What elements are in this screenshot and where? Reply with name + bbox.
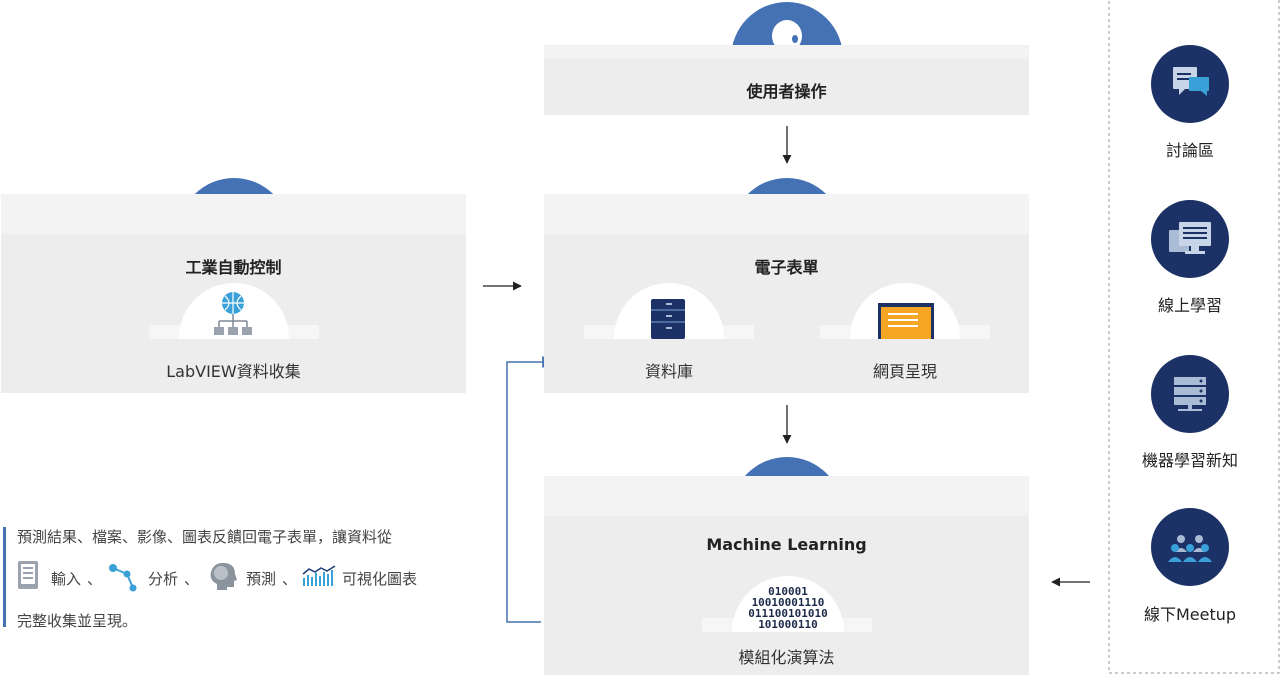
side-container: [1108, 0, 1280, 674]
online-learning-label[interactable]: 線上學習: [1157, 296, 1222, 315]
database-label: 資料庫: [644, 362, 693, 381]
people-icon: [1168, 535, 1212, 562]
note-line3: 完整收集並呈現。: [17, 612, 138, 630]
feedback-line: [506, 356, 555, 623]
note-line1: 預測結果、檔案、影像、圖表反饋回電子表單，讓資料從: [17, 528, 393, 546]
note-icon-row: 輸入 、 分析 、 預測 、 可視化圖表: [17, 560, 457, 592]
note-sep-1: 、: [87, 570, 103, 588]
labview-label: LabVIEW資料收集: [166, 362, 301, 381]
binary-line: 101000110: [758, 618, 818, 631]
binary-dome: 010001 10010001110 011100101010 10100011…: [732, 576, 844, 632]
meetup-circle[interactable]: [1151, 508, 1229, 586]
eform-panel: 電子表單 資料庫 網頁呈現: [544, 194, 1029, 393]
note-accent-bar: [3, 527, 6, 627]
user-op-panel: 使用者操作: [544, 45, 1029, 115]
note-visual: 可視化圖表: [342, 570, 418, 588]
ml-panel: Machine Learning 010001 10010001110 0111…: [544, 476, 1029, 675]
database-dome: [614, 283, 724, 339]
binary-code: 010001 10010001110 011100101010 10100011…: [732, 586, 844, 630]
forum-circle[interactable]: [1151, 45, 1229, 123]
webpage-icon: [878, 303, 934, 339]
network-dome: [179, 283, 289, 339]
monitor-icon: [1169, 222, 1211, 254]
meetup-label[interactable]: 線下Meetup: [1143, 605, 1237, 624]
bar-line-chart-icon: [302, 565, 336, 586]
note-input: 輸入: [51, 570, 82, 588]
industrial-label: 工業自動控制: [185, 258, 282, 277]
ml-news-label[interactable]: 機器學習新知: [1141, 451, 1238, 470]
binary-line: 10010001110: [751, 596, 825, 609]
server-icon: [1174, 377, 1206, 411]
note-predict: 預測: [246, 570, 277, 588]
note-analysis: 分析: [148, 570, 179, 588]
note-sep-3: 、: [282, 570, 298, 588]
online-learning-circle[interactable]: [1151, 200, 1229, 278]
algorithm-label: 模組化演算法: [738, 648, 835, 667]
network-globe-icon: [214, 292, 252, 335]
webpage-label: 網頁呈現: [872, 362, 937, 381]
note-sep-2: 、: [184, 570, 200, 588]
chat-icon: [1173, 67, 1209, 96]
ml-news-circle[interactable]: [1151, 355, 1229, 433]
database-icon: [651, 299, 685, 339]
forum-label[interactable]: 討論區: [1165, 141, 1214, 160]
webpage-dome: [850, 283, 960, 339]
binary-line: 010001: [768, 585, 808, 598]
head-profile-icon: [210, 562, 237, 590]
user-op-label: 使用者操作: [746, 82, 827, 101]
ml-label: Machine Learning: [706, 535, 867, 554]
binary-line: 011100101010: [748, 607, 828, 620]
tablet-icon: [18, 561, 38, 589]
industrial-panel: 工業自動控制 LabVIEW資料收集: [1, 194, 466, 393]
share-nodes-icon: [109, 564, 137, 592]
eform-label: 電子表單: [754, 258, 819, 277]
